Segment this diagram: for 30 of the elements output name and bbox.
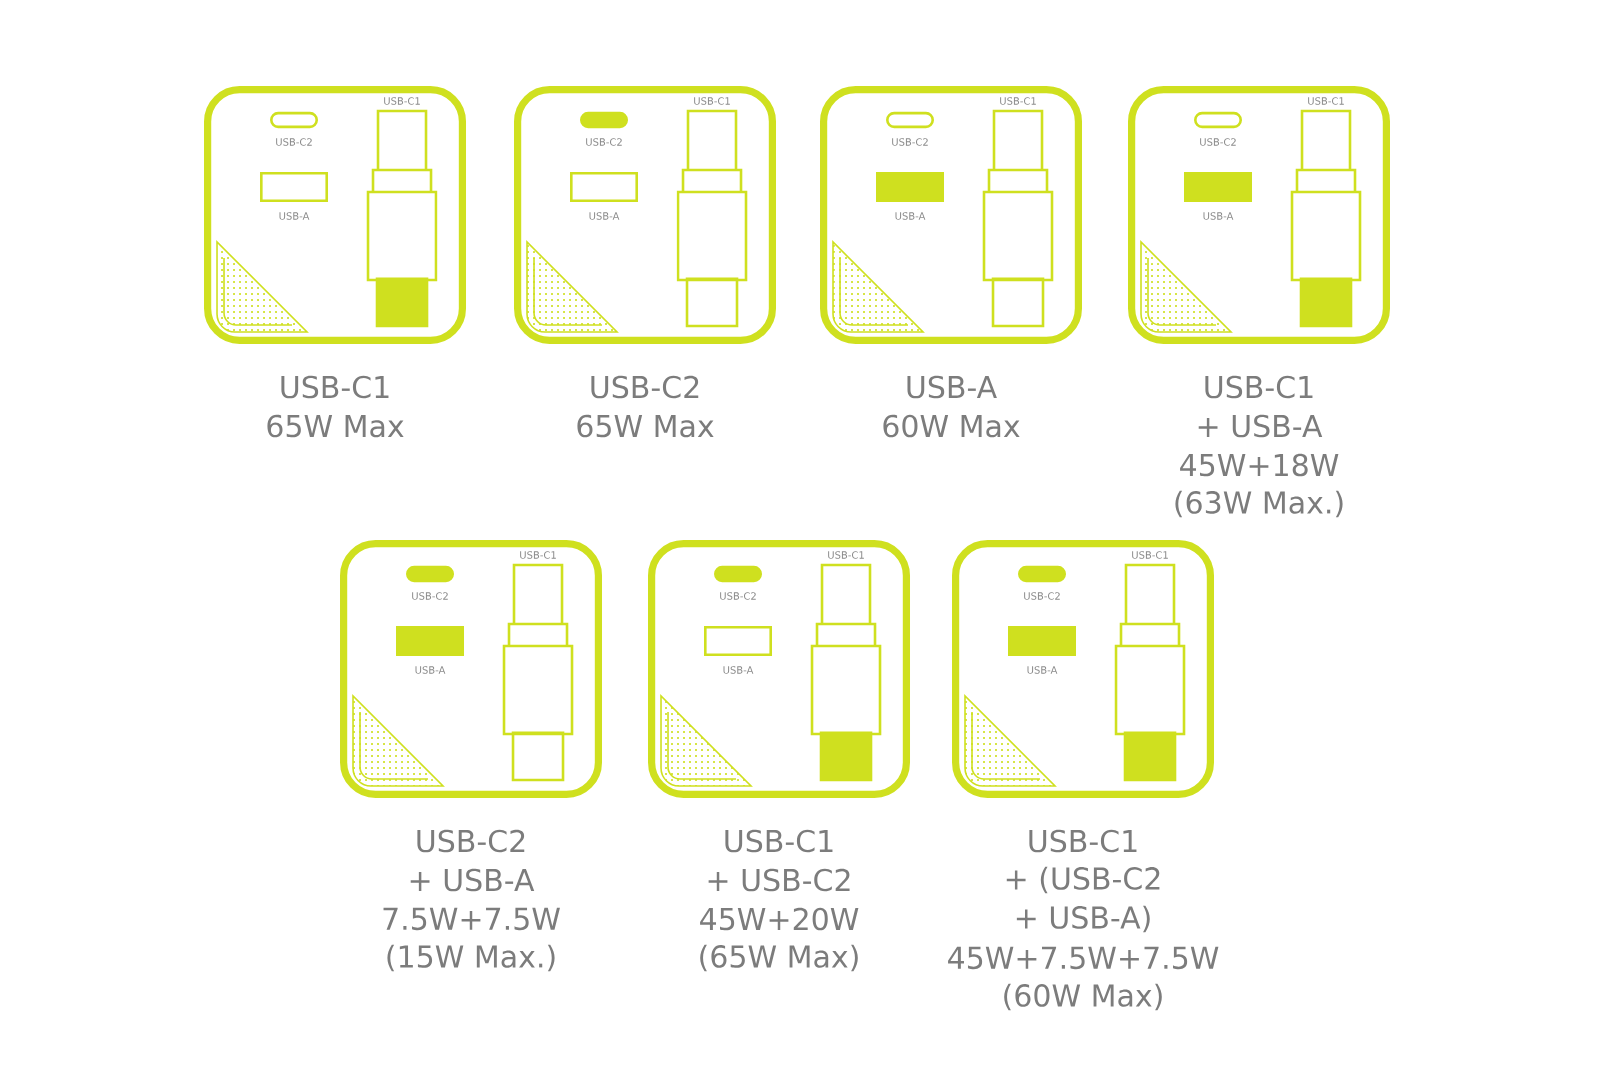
rating-label: 65W Max — [577, 414, 714, 438]
rating-label: USB-C2 — [417, 829, 525, 853]
charger-panel — [820, 86, 1082, 344]
rating-label: + USB-C2 — [708, 868, 850, 892]
rating-label: 7.5W+7.5W — [383, 907, 560, 931]
charger-panel — [1128, 86, 1390, 344]
rating-label: 60W Max — [883, 414, 1020, 438]
rating-label: + (USB-C2 — [1006, 866, 1160, 894]
rating-label: + USB-A) — [1016, 905, 1150, 933]
rating-label: (60W Max) — [1004, 983, 1162, 1011]
rating-label: USB-C1 — [1205, 375, 1313, 399]
rating-label: USB-C1 — [725, 829, 833, 853]
charger-panel — [952, 540, 1214, 798]
rating-label: USB-C1 — [281, 375, 389, 399]
rating-label: (15W Max.) — [387, 944, 555, 972]
rating-label: 45W+20W — [700, 907, 859, 931]
charger-panel — [204, 86, 467, 344]
rating-label: (63W Max.) — [1175, 490, 1343, 518]
rating-label: USB-A — [907, 375, 997, 399]
charger-panel — [514, 86, 776, 344]
rating-label: 45W+18W — [1180, 453, 1339, 477]
charger-panel — [648, 540, 910, 798]
rating-label: + USB-A — [1198, 414, 1323, 438]
rating-label: USB-C2 — [591, 375, 699, 399]
rating-label: USB-C1 — [1029, 829, 1137, 853]
rating-label: 65W Max — [267, 414, 404, 438]
rating-label: 45W+7.5W+7.5W — [948, 946, 1219, 970]
rating-label: (65W Max) — [700, 944, 858, 972]
rating-label: + USB-A — [410, 868, 535, 892]
charger-panel — [340, 540, 602, 798]
